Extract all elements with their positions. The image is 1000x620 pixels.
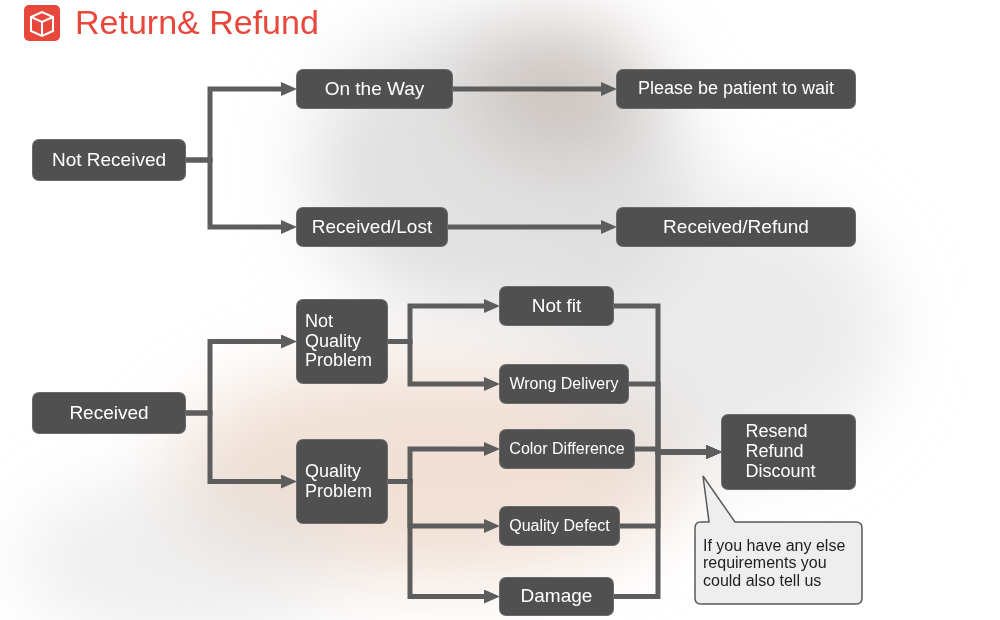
box-label: Received/Lost (312, 217, 432, 238)
flow-arrow (387, 482, 492, 527)
flow-arrow (387, 342, 492, 385)
diagram-title: Return& Refund (75, 0, 319, 44)
box-label: Wrong Delivery (509, 375, 618, 393)
category-box: Not Quality Problem (297, 300, 387, 383)
flow-arrow (387, 306, 492, 342)
status-box: Not Received (33, 140, 185, 180)
flow-arrow (452, 87, 609, 92)
box-label: Received/Refund (663, 217, 809, 238)
box-label: If you have any else requirements you co… (703, 537, 854, 590)
issue-box: Quality Defect (500, 507, 619, 545)
issue-box: Damage (500, 578, 613, 615)
flow-arrow (447, 225, 609, 230)
box-label: Quality Problem (305, 462, 379, 502)
status-box: Received (33, 393, 185, 433)
box-label: Not Quality Problem (305, 312, 379, 371)
box-label: Damage (521, 586, 593, 607)
box-label: Resend Refund Discount (746, 422, 832, 481)
photo-shapes (20, 20, 890, 620)
issue-box: Wrong Delivery (500, 365, 628, 403)
issue-box: Color Difference (500, 430, 634, 468)
box-label: Please be patient to wait (638, 79, 834, 99)
issue-box: Not fit (500, 287, 613, 325)
note-callout: If you have any else requirements you co… (695, 522, 862, 604)
box-label: Quality Defect (509, 517, 609, 535)
action-box: Please be patient to wait (617, 70, 855, 108)
flow-arrow (628, 384, 714, 452)
flow-arrow (387, 482, 492, 597)
action-box: Received/Refund (617, 208, 855, 246)
box-label: Not fit (532, 296, 582, 317)
category-box: Quality Problem (297, 440, 387, 523)
callout-outline (695, 476, 862, 604)
flow-arrow (185, 342, 289, 414)
solution-box: Resend Refund Discount (722, 415, 855, 489)
box-label: Not Received (52, 150, 166, 171)
box-label: On the Way (325, 79, 425, 100)
box-label: Received (69, 403, 148, 424)
box-label: Color Difference (509, 440, 624, 458)
flow-arrow (185, 89, 289, 160)
flow-arrow (387, 449, 492, 482)
flow-arrow (185, 160, 289, 227)
flow-arrow (185, 413, 289, 482)
status-box: On the Way (297, 70, 452, 108)
box-icon (22, 3, 62, 43)
status-box: Received/Lost (297, 208, 447, 246)
